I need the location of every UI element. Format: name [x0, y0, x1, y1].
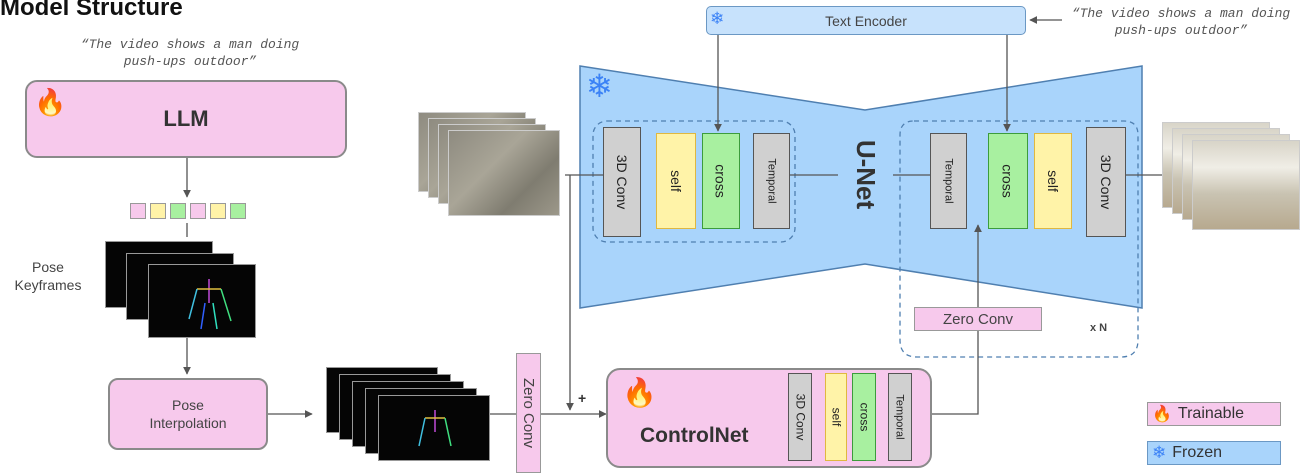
repeat-label: x N	[1090, 322, 1108, 334]
zero-conv-side-label: Zero Conv	[520, 377, 537, 449]
pose-keyframes-label: Pose Keyframes	[14, 259, 82, 293]
token	[150, 203, 166, 219]
pose-interpolation-label: Pose Interpolation	[149, 397, 227, 431]
controlnet-temporal: Temporal	[888, 373, 912, 461]
unet-down-self: self	[656, 133, 696, 229]
unet-up-cross: cross	[988, 133, 1028, 229]
plus-sign: +	[578, 390, 587, 406]
snowflake-icon: ❄	[586, 68, 613, 104]
zero-conv-top-label: Zero Conv	[942, 310, 1014, 328]
zero-conv-side: Zero Conv	[516, 353, 541, 473]
pose-skeleton-icon	[418, 410, 452, 447]
unet-down-temporal: Temporal	[753, 133, 790, 229]
controlnet-label: ControlNet	[640, 424, 749, 447]
pose-frame-image	[378, 395, 490, 461]
flame-icon: 🔥	[622, 377, 657, 408]
flame-icon: 🔥	[1152, 406, 1172, 423]
snowflake-icon: ❄	[710, 9, 725, 28]
token-sequence	[130, 203, 246, 219]
llm-box: LLM	[25, 80, 347, 158]
legend-frozen-label: Frozen	[1172, 444, 1223, 461]
unet-down-cross: cross	[702, 133, 740, 229]
snowflake-icon: ❄	[1152, 443, 1167, 462]
controlnet-box	[606, 368, 932, 468]
controlnet-cross: cross	[852, 373, 876, 461]
unet-up-3dconv: 3D Conv	[1086, 127, 1126, 237]
unet-label: U-Net	[851, 139, 881, 209]
unet-down-group	[592, 120, 796, 243]
pose-keyframe-image	[148, 264, 256, 338]
controlnet-self: self	[825, 373, 847, 461]
text-encoder-label: Text Encoder	[825, 12, 907, 29]
legend-trainable: 🔥 Trainable	[1147, 402, 1281, 426]
output-frame-image	[1192, 140, 1300, 230]
unet-up-temporal: Temporal	[930, 133, 967, 229]
token	[170, 203, 186, 219]
controlnet-3dconv: 3D Conv	[788, 373, 812, 461]
unet-up-self: self	[1034, 133, 1072, 229]
legend-frozen: ❄ Frozen	[1147, 441, 1281, 465]
prompt-left: “The video shows a man doing push-ups ou…	[80, 37, 300, 69]
token	[190, 203, 206, 219]
pose-interpolation-box: Pose Interpolation	[108, 378, 268, 450]
token	[130, 203, 146, 219]
unet-down-3dconv: 3D Conv	[603, 127, 641, 237]
pose-skeleton-icon	[188, 279, 232, 330]
zero-conv-top: Zero Conv	[914, 307, 1042, 331]
prompt-right: “The video shows a man doing push-ups ou…	[1071, 6, 1291, 38]
legend-trainable-label: Trainable	[1177, 405, 1245, 422]
noisy-frame-image	[448, 130, 560, 216]
diagram-title: Model Structure	[0, 0, 183, 21]
token	[210, 203, 226, 219]
text-encoder-box: Text Encoder	[706, 6, 1026, 35]
llm-label: LLM	[163, 106, 209, 131]
token	[230, 203, 246, 219]
flame-icon: 🔥	[34, 87, 67, 117]
